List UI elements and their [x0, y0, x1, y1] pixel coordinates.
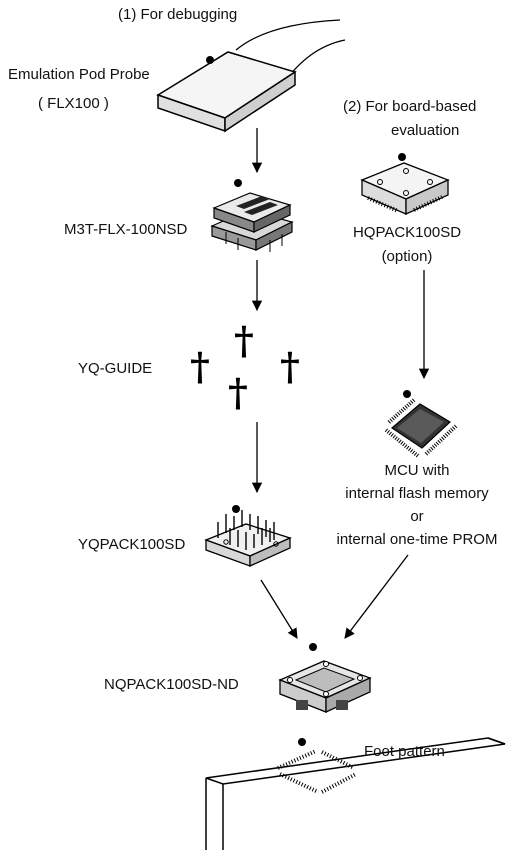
hqpack-label: HQPACK100SD: [352, 224, 462, 241]
m3t-label: M3T-FLX-100NSD: [64, 221, 188, 238]
board-heading: (2) For board-based: [343, 98, 477, 115]
yqpack-label: YQPACK100SD: [78, 536, 186, 553]
emulation-pod-probe-icon: [156, 19, 346, 133]
emulation-pod-model: ( FLX100 ): [38, 95, 109, 112]
mcu-chip-icon: [384, 390, 458, 458]
mcu-or-label: or: [410, 508, 424, 525]
yq-guide-label: YQ-GUIDE: [78, 360, 153, 377]
hqpack-adapter-icon: [360, 153, 450, 216]
foot-pattern-label: Foot pattern: [364, 743, 445, 760]
nqpack-socket-icon: [278, 643, 372, 714]
arrow-mcu-to-nqpack: [344, 554, 409, 639]
hqpack-option: (option): [381, 248, 433, 265]
foot-pattern-icon: [277, 738, 357, 794]
mcu-flash-label: internal flash memory: [345, 485, 489, 502]
target-board: [205, 737, 506, 850]
debugging-heading: (1) For debugging: [118, 6, 238, 23]
mcu-prom-label: internal one-time PROM: [336, 531, 498, 548]
mcu-label: MCU with: [384, 462, 450, 479]
board-heading-line2: evaluation: [391, 122, 460, 139]
guide-pin-left: †: [190, 344, 210, 389]
guide-pin-bottom: †: [228, 370, 248, 415]
yqpack-adapter-icon: [204, 505, 292, 568]
connection-arrows: [251, 128, 430, 639]
m3t-converter-icon: [210, 179, 294, 252]
arrow-yqpack-to-nqpack: [260, 579, 298, 639]
nqpack-label: NQPACK100SD-ND: [104, 676, 239, 693]
guide-pin-right: †: [280, 344, 300, 389]
emulation-pod-label: Emulation Pod Probe: [8, 66, 150, 83]
guide-pin-top: †: [234, 318, 254, 363]
